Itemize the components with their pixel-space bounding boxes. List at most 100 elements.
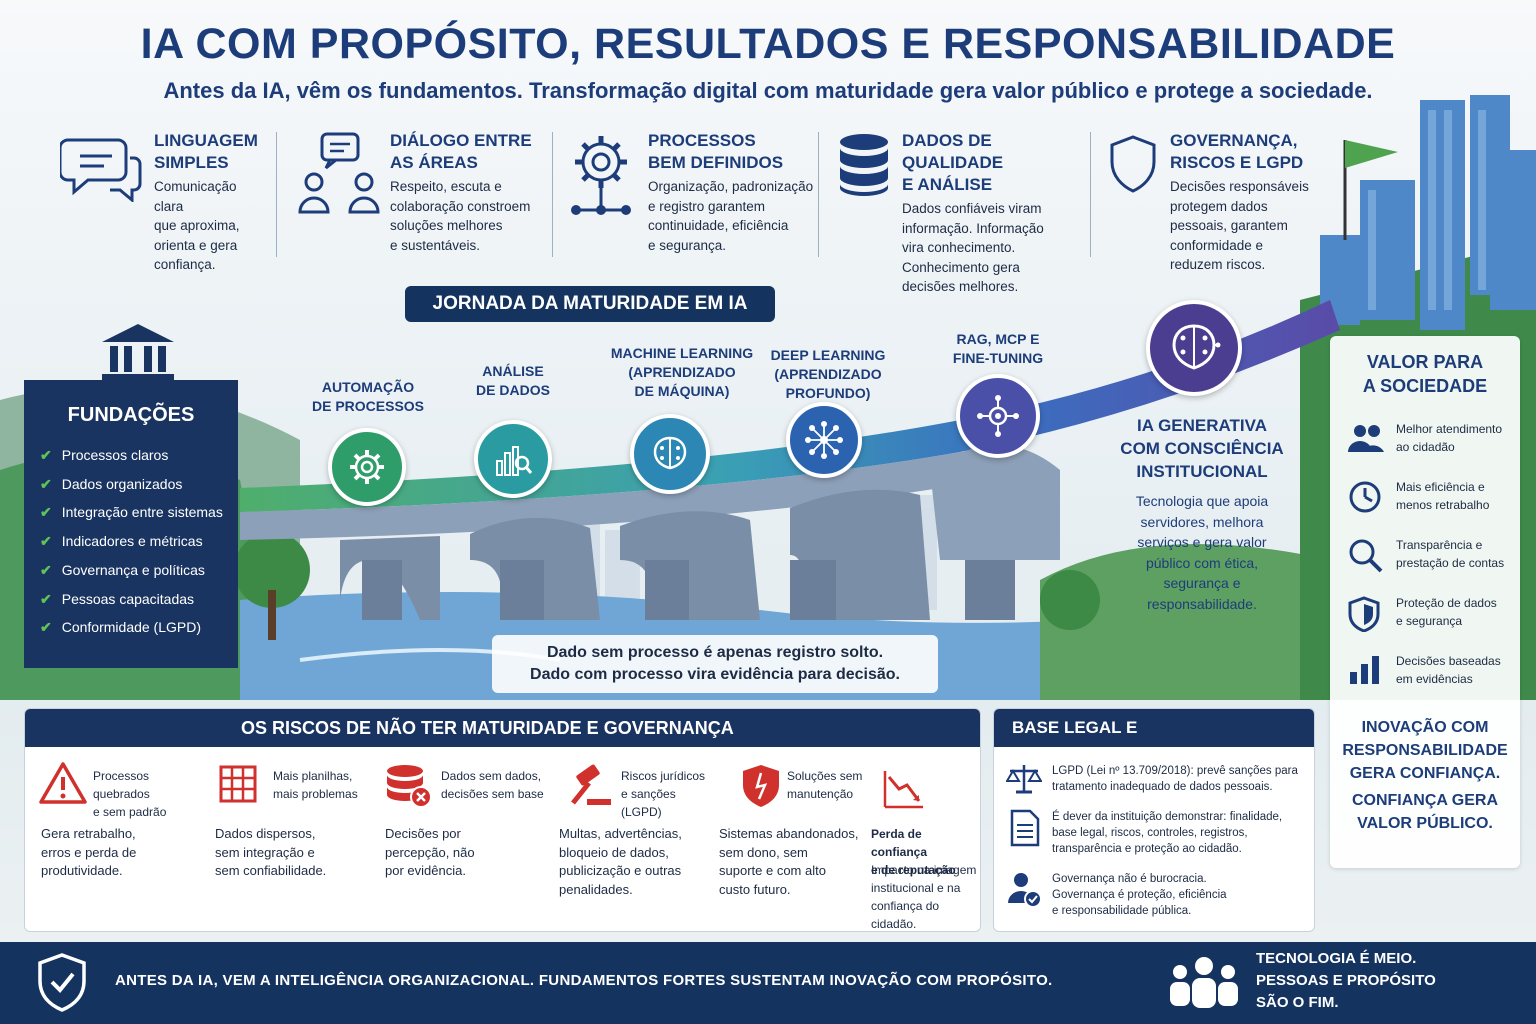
gear-network-icon xyxy=(977,395,1019,437)
stage-circle-ia-generativa[interactable] xyxy=(1146,300,1242,396)
pillar-text: colaboração constroem xyxy=(390,198,531,214)
pillar-text: Decisões responsáveis xyxy=(1170,179,1309,194)
bar-chart-icon xyxy=(1350,656,1379,684)
pillar-text: informação. Informação xyxy=(902,220,1044,236)
magnifier-icon xyxy=(1349,539,1383,573)
stage-circle-ml[interactable] xyxy=(630,414,710,494)
gavel-icon xyxy=(571,764,611,805)
risk-item: Mais planilhas,mais problemas Dados disp… xyxy=(213,757,373,927)
shield-icon xyxy=(1110,135,1156,193)
clock-icon xyxy=(1349,481,1381,513)
divider xyxy=(818,132,819,257)
gear-process-icon xyxy=(571,136,631,215)
pillar-text: Comunicação clara xyxy=(154,179,237,214)
database-error-icon xyxy=(387,765,432,808)
pillar-text: conformidade e xyxy=(1170,237,1264,253)
journey-title: JORNADA DA MATURIDADE EM IA xyxy=(405,286,775,322)
pillar-title: SIMPLES xyxy=(154,153,229,172)
stage-circle-analise[interactable] xyxy=(474,420,552,498)
foundation-item: ✔Conformidade (LGPD) xyxy=(40,619,202,636)
people-group-icon xyxy=(1170,957,1238,1008)
divider xyxy=(1090,132,1091,257)
neural-network-icon xyxy=(805,421,843,459)
pillar-text: reduzem riscos. xyxy=(1170,257,1266,272)
pillar-title: RISCOS E LGPD xyxy=(1170,153,1304,172)
pillar-title: LINGUAGEM xyxy=(154,131,258,150)
pillar-text: vira conhecimento. xyxy=(902,240,1016,255)
pillar-text: continuidade, eficiência xyxy=(648,218,789,233)
ia-generativa-block: IA GENERATIVA COM CONSCIÊNCIA INSTITUCIO… xyxy=(1120,416,1284,612)
pillar-text: orienta e gera xyxy=(154,237,238,253)
bar-chart-magnifier-icon xyxy=(496,446,533,476)
pillar-title: DADOS DE QUALIDADE xyxy=(902,131,1004,172)
page-title: IA COM PROPÓSITO, RESULTADOS E RESPONSAB… xyxy=(140,20,1396,68)
stage-circle-automacao[interactable] xyxy=(328,428,406,506)
people-icon xyxy=(1348,425,1384,452)
pillar-text: pessoais, garantem xyxy=(1170,218,1288,233)
legal-basis-panel: BASE LEGAL E RESPONSABILIDADE LGPD (Lei … xyxy=(993,708,1315,932)
pillar-text: confiança. xyxy=(154,257,216,272)
check-icon: ✔ xyxy=(40,590,52,607)
people-dialogue-icon xyxy=(298,132,380,214)
check-icon: ✔ xyxy=(40,447,52,463)
pillar-text: decisões melhores. xyxy=(902,279,1019,294)
divider xyxy=(552,132,553,257)
speech-bubbles-icon xyxy=(60,138,142,202)
stage-circle-rag[interactable] xyxy=(956,374,1040,458)
risk-item: Dados sem dados,decisões sem base Decisõ… xyxy=(383,757,553,927)
pillar-text: que aproxima, xyxy=(154,218,240,233)
pillar-text: protegem dados xyxy=(1170,198,1268,214)
check-icon: ✔ xyxy=(40,533,52,550)
pillar-processos: PROCESSOS BEM DEFINIDOS Organização, pad… xyxy=(568,128,818,278)
footer-text: ANTES DA IA, VEM A INTELIGÊNCIA ORGANIZA… xyxy=(115,972,1053,989)
legal-title: BASE LEGAL E RESPONSABILIDADE xyxy=(994,709,1314,775)
foundation-item: ✔Integração entre sistemas xyxy=(40,504,223,521)
pillar-text: e sustentáveis. xyxy=(390,237,481,253)
broken-shield-icon xyxy=(743,765,779,807)
risks-title: OS RISCOS DE NÃO TER MATURIDADE E GOVERN… xyxy=(25,709,980,747)
check-icon: ✔ xyxy=(40,504,52,521)
pillar-governanca: GOVERNANÇA, RISCOS E LGPD Decisões respo… xyxy=(1108,128,1328,278)
pillar-title: PROCESSOS xyxy=(648,131,756,150)
pillar-linguagem-simples: LINGUAGEM SIMPLES Comunicação clara que … xyxy=(60,128,260,278)
pillar-text: Conhecimento gera xyxy=(902,259,1020,275)
foundations-panel: FUNDAÇÕES ✔Processos claros ✔Dados organ… xyxy=(24,380,238,668)
pillar-text: e segurança. xyxy=(648,237,727,253)
gear-icon xyxy=(350,450,384,484)
stage-circle-dl[interactable] xyxy=(786,402,862,478)
pillar-dados: DADOS DE QUALIDADE E ANÁLISE Dados confi… xyxy=(836,128,1086,294)
pillar-title: E ANÁLISE xyxy=(902,175,993,194)
pillar-text: Dados confiáveis viram xyxy=(902,201,1042,216)
database-icon xyxy=(840,134,888,196)
divider xyxy=(276,132,277,257)
risks-panel: OS RISCOS DE NÃO TER MATURIDADE E GOVERN… xyxy=(24,708,981,932)
spreadsheet-icon xyxy=(219,765,257,803)
shield-icon xyxy=(1348,596,1380,632)
scales-icon xyxy=(1006,765,1042,794)
check-icon: ✔ xyxy=(40,619,52,636)
pillar-title: DIÁLOGO ENTRE xyxy=(390,131,532,150)
pillar-text: soluções melhores xyxy=(390,218,503,233)
check-icon: ✔ xyxy=(40,561,52,578)
footer-bar: ANTES DA IA, VEM A INTELIGÊNCIA ORGANIZA… xyxy=(0,942,1536,1024)
warning-icon xyxy=(39,762,87,804)
pillar-title: AS ÁREAS xyxy=(390,153,478,172)
data-process-callout: Dado sem processo é apenas registro solt… xyxy=(492,635,938,693)
foundation-item: ✔Dados organizados xyxy=(40,475,183,492)
foundations-title: FUNDAÇÕES xyxy=(67,404,195,426)
brain-ai-icon xyxy=(1172,324,1221,370)
foundation-item: ✔Pessoas capacitadas xyxy=(40,590,195,607)
